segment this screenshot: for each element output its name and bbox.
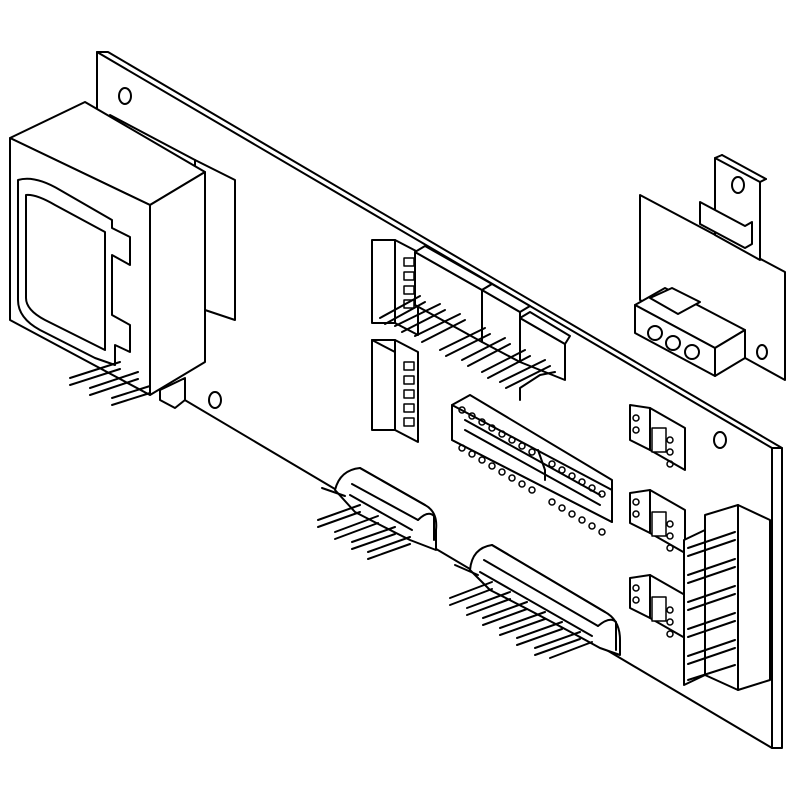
jumper-icon: [629, 404, 686, 471]
connector-6-pins: [449, 564, 593, 659]
connector-icon: [449, 544, 621, 659]
ribbon-header-lower: [371, 339, 419, 443]
terminal-block-icon: [634, 154, 786, 381]
connector-vertical-pins: [687, 531, 736, 681]
connector-icon: [683, 504, 771, 691]
transformer-pins: [69, 361, 151, 406]
mounting-hole-icon: [118, 87, 769, 449]
socket-pins-top: [458, 406, 606, 498]
pin-header-icon: [403, 361, 415, 427]
transformer-icon: [9, 101, 236, 409]
ic-socket-icon: [451, 394, 613, 536]
connector-4-pins: [317, 487, 411, 560]
ribbon-pins-upper: [379, 295, 551, 389]
connector-icon: [317, 467, 438, 560]
socket-pins-bottom: [458, 444, 606, 536]
jumper-icon: [629, 489, 686, 554]
ribbon-header-upper: [371, 239, 571, 401]
jumper-icon: [629, 574, 686, 639]
circuit-board: [96, 51, 783, 749]
